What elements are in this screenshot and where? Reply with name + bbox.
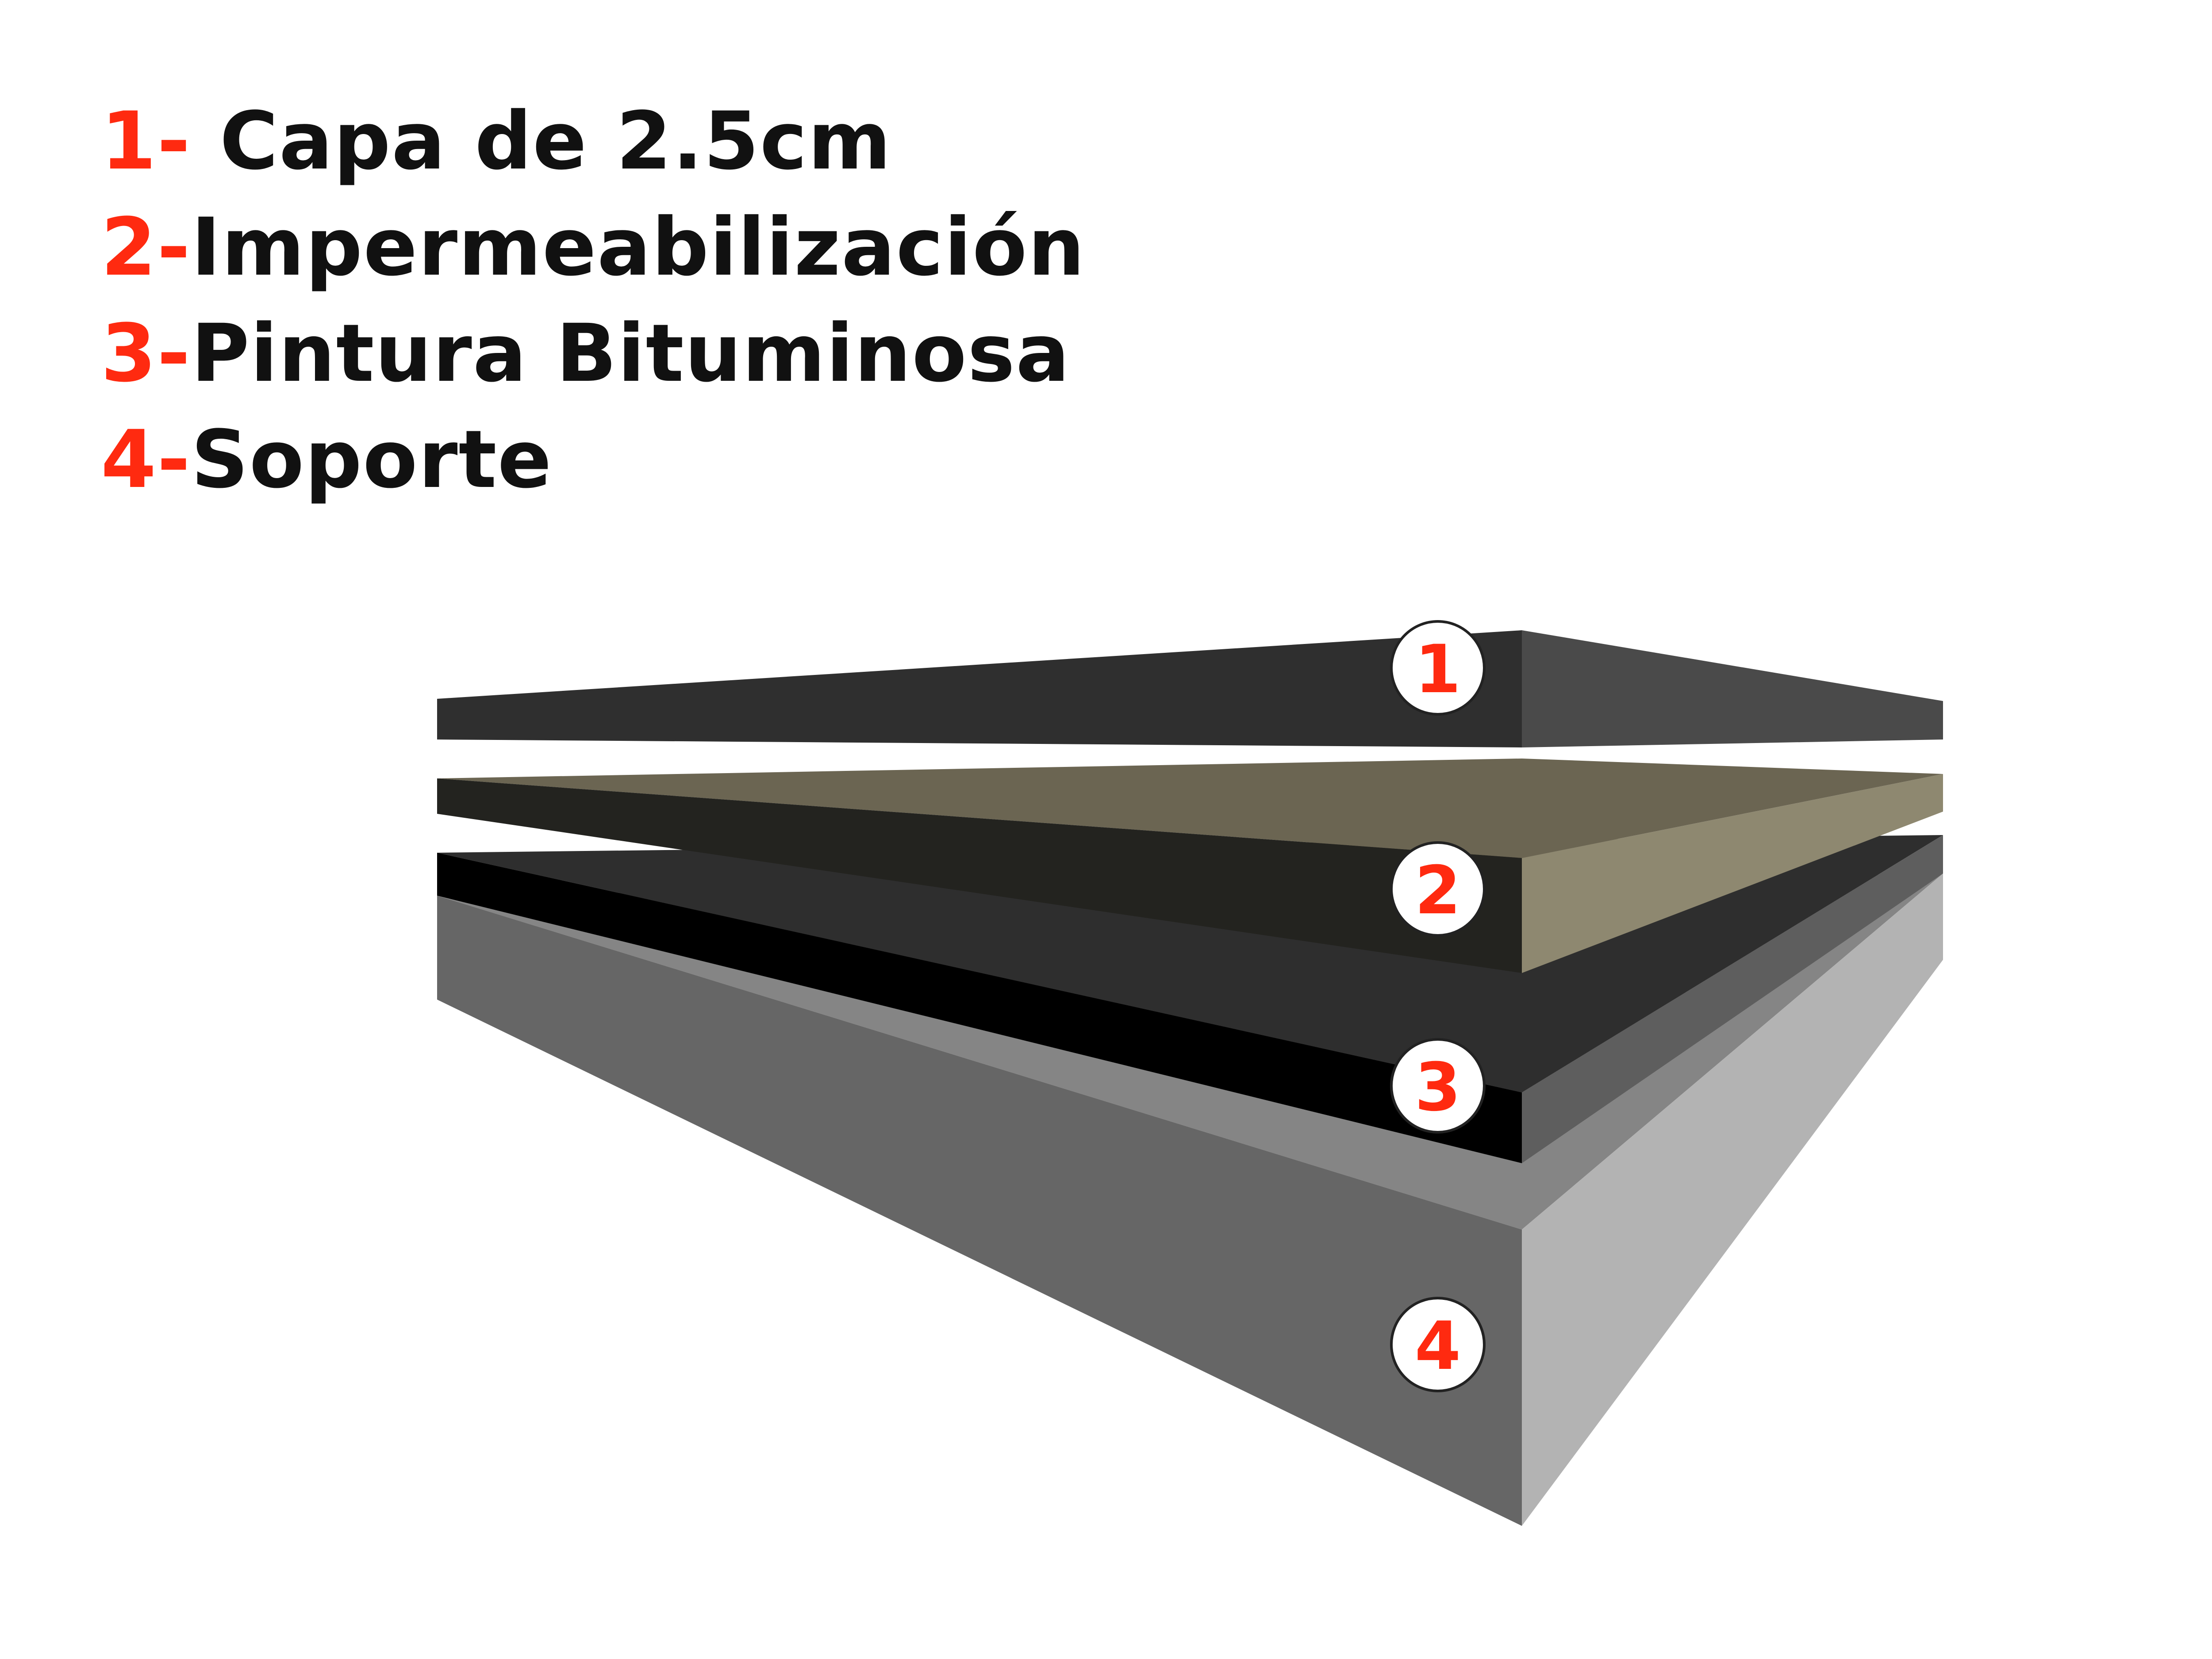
- layer-1-front-face: [437, 630, 1522, 747]
- layer-2-top-face: [437, 759, 1943, 858]
- badge-2-text: 2: [1415, 852, 1461, 929]
- badge-1-text: 1: [1415, 631, 1461, 708]
- badge-1-circle: [1390, 620, 1486, 716]
- layer-capa: [437, 630, 1943, 747]
- legend-item-1: 1- Capa de 2.5cm: [101, 88, 1163, 195]
- badge-2: 2: [1390, 841, 1486, 937]
- layer-2-side-face: [1522, 774, 1943, 973]
- legend-label-2: Impermeabilización: [191, 201, 1086, 294]
- legend-number-3: 3-: [101, 307, 191, 400]
- legend-label-4: Soporte: [191, 414, 553, 506]
- layer-legend: 1- Capa de 2.5cm 2-Impermeabilización 3-…: [101, 88, 1163, 513]
- badge-3-text: 3: [1415, 1049, 1461, 1126]
- layer-1-side-face: [1522, 630, 1943, 747]
- badge-2-circle: [1390, 841, 1486, 937]
- badge-1: 1: [1390, 620, 1486, 716]
- legend-item-2: 2-Impermeabilización: [101, 195, 1163, 301]
- legend-item-3: 3-Pintura Bituminosa: [101, 301, 1163, 407]
- legend-label-3: Pintura Bituminosa: [191, 307, 1071, 400]
- layer-3-front-edge: [437, 853, 1522, 1163]
- layer-3-side-edge: [1522, 835, 1943, 1163]
- layer-impermeabilizacion: [437, 759, 1943, 973]
- badge-4: 4: [1390, 1297, 1486, 1392]
- badge-4-text: 4: [1415, 1308, 1461, 1385]
- layer-4-front-face: [437, 896, 1522, 1526]
- legend-number-4: 4-: [101, 414, 191, 506]
- badge-4-circle: [1390, 1297, 1486, 1392]
- layer-4-side-face: [1522, 874, 1943, 1526]
- layer-2-front-face: [437, 778, 1522, 973]
- legend-number-1: 1-: [101, 95, 191, 188]
- badge-3-circle: [1390, 1038, 1486, 1134]
- legend-label-1: Capa de 2.5cm: [191, 95, 892, 188]
- legend-item-4: 4-Soporte: [101, 407, 1163, 513]
- legend-number-2: 2-: [101, 201, 191, 294]
- badge-3: 3: [1390, 1038, 1486, 1134]
